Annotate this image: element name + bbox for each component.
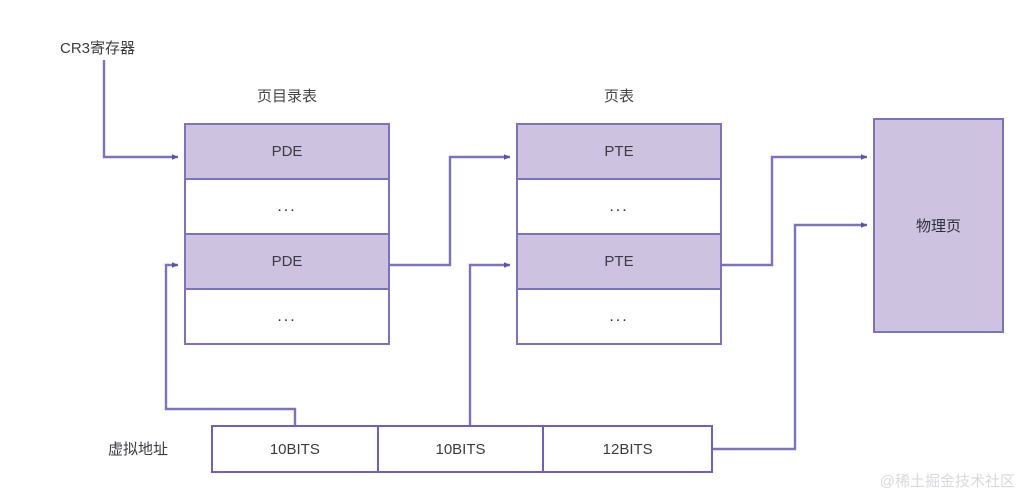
page-directory-table: PDE ... PDE ... [184, 123, 390, 345]
table-row[interactable]: ... [186, 290, 388, 343]
cr3-register-label: CR3寄存器 [60, 40, 136, 57]
page-directory-table-title: 页目录表 [256, 88, 317, 105]
wire-pde2-to-pte1 [389, 154, 511, 267]
vaddr-field-table-index[interactable]: 10BITS [379, 427, 545, 471]
wire-vaddr-offset-to-physical-page [713, 222, 868, 451]
table-row[interactable]: ... [518, 290, 720, 343]
table-row[interactable]: ... [518, 180, 720, 235]
virtual-address-label: 虚拟地址 [108, 441, 169, 458]
virtual-address-bar: 10BITS 10BITS 12BITS [211, 425, 713, 473]
page-table-title: 页表 [603, 88, 634, 105]
vaddr-field-offset[interactable]: 12BITS [602, 440, 653, 458]
page-table: PTE ... PTE ... [516, 123, 722, 345]
watermark: @稀土掘金技术社区 [879, 473, 1015, 490]
wire-cr3-to-pde1 [102, 60, 179, 160]
table-row[interactable]: ... [186, 180, 388, 235]
wire-pte2-to-physical-page [721, 154, 868, 267]
table-row[interactable]: PTE [518, 125, 720, 180]
table-row[interactable]: PDE [186, 125, 388, 180]
table-row[interactable]: PDE [186, 235, 388, 290]
wire-vaddr-table-index-to-pte2 [468, 262, 511, 425]
physical-page-box[interactable]: 物理页 [873, 118, 1004, 333]
vaddr-field-directory-index[interactable]: 10BITS [213, 427, 379, 471]
table-row[interactable]: PTE [518, 235, 720, 290]
